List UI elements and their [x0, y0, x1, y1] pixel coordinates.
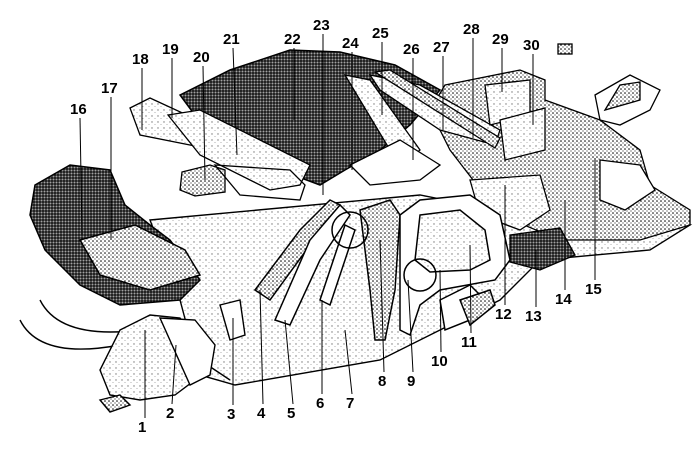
callout-20: 20 — [193, 49, 210, 66]
callout-5: 5 — [287, 405, 295, 422]
callout-1: 1 — [138, 419, 146, 436]
dash-insulation-panel — [29, 164, 202, 306]
callout-2: 2 — [166, 405, 174, 422]
callout-30: 30 — [523, 37, 540, 54]
callout-29: 29 — [492, 31, 509, 48]
sill-strip — [373, 69, 501, 149]
parcel-shelf-pieces — [129, 97, 311, 201]
callout-18: 18 — [132, 51, 149, 68]
callout-8: 8 — [378, 373, 386, 390]
callout-23: 23 — [313, 17, 330, 34]
leader-lines — [79, 34, 596, 418]
callout-16: 16 — [70, 101, 87, 118]
callout-17: 17 — [101, 80, 118, 97]
callout-22: 22 — [284, 31, 301, 48]
callout-7: 7 — [346, 395, 354, 412]
rear-pads — [484, 79, 546, 161]
callout-21: 21 — [223, 31, 240, 48]
wheelhouse-pieces — [98, 299, 246, 413]
callout-numbers: 1 2 3 4 5 6 7 8 9 10 11 12 13 14 15 16 1… — [70, 17, 602, 436]
callout-9: 9 — [407, 373, 415, 390]
callout-15: 15 — [585, 281, 602, 298]
callout-14: 14 — [555, 291, 572, 308]
callout-19: 19 — [162, 41, 179, 58]
door-frame-pieces — [253, 194, 511, 341]
callout-25: 25 — [372, 25, 389, 42]
callout-3: 3 — [227, 406, 235, 423]
callout-10: 10 — [431, 353, 448, 370]
callout-6: 6 — [316, 395, 324, 412]
callout-24: 24 — [342, 35, 359, 52]
callout-27: 27 — [433, 39, 450, 56]
callout-12: 12 — [495, 306, 512, 323]
callout-28: 28 — [463, 21, 480, 38]
callout-11: 11 — [461, 334, 477, 351]
jack-assembly — [557, 43, 661, 126]
callout-4: 4 — [257, 405, 266, 422]
callout-26: 26 — [403, 41, 420, 58]
callout-13: 13 — [525, 308, 542, 325]
